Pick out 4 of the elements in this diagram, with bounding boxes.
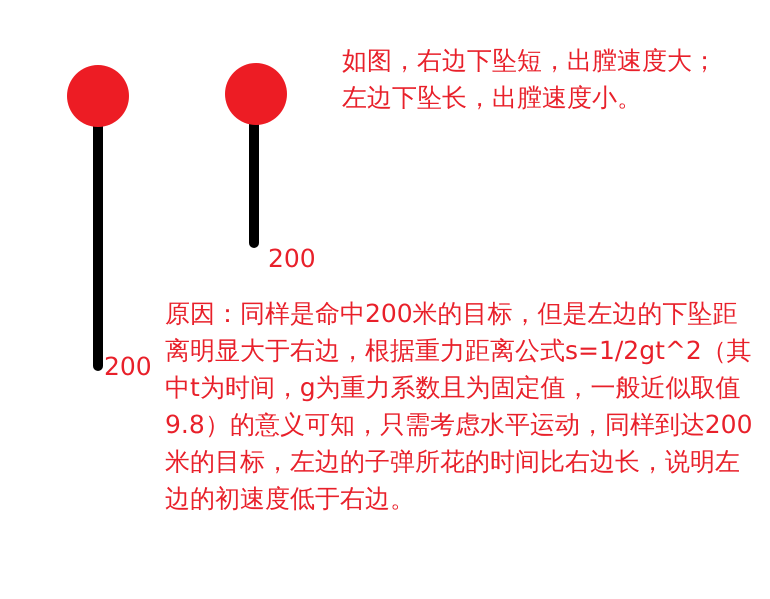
distance-label: 200	[104, 351, 152, 383]
note-text: 如图，右边下坠短，出膛速度大；左边下坠长，出膛速度小。	[342, 45, 718, 114]
distance-label: 200	[268, 243, 316, 275]
note-text: 原因：同样是命中200米的目标，但是左边的下坠距离明显大于右边，根据重力距离公式s=1/2gt^2（其中t为时间，g为重力系数且为固定值，一般近似取值9.8）的意义可知，只需考虑水平运动，同样到达200米的目标，左边的子弹所花的时间比右边长，说明左边的初速度低于右边。	[165, 298, 754, 515]
